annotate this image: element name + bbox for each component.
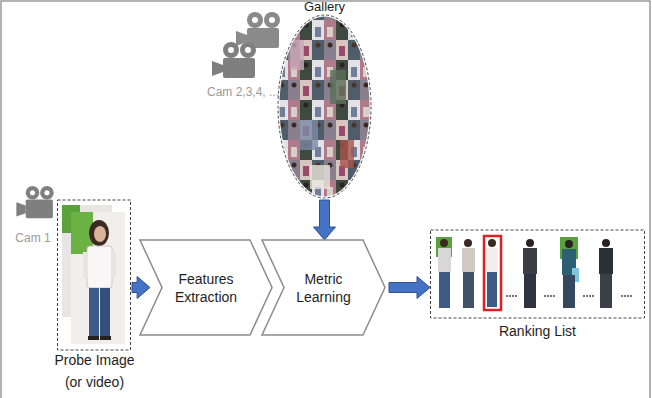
process-chevron: Metric Learning bbox=[262, 240, 385, 335]
node-text: Features Extraction bbox=[162, 270, 250, 306]
block-arrow bbox=[132, 277, 150, 299]
node-text: Gallery bbox=[277, 0, 372, 14]
process-chevron-outline bbox=[140, 240, 272, 335]
process-chevron-outline bbox=[262, 240, 385, 335]
camera-label: Cam 2,3,4, ... bbox=[207, 85, 279, 99]
node-text: Ranking List bbox=[430, 322, 645, 340]
node-text: Probe Image (or video) bbox=[47, 349, 142, 393]
block-arrow bbox=[389, 277, 430, 299]
probe-frame: Probe Image (or video) bbox=[57, 198, 132, 395]
ranking-frame: Ranking List bbox=[430, 228, 645, 342]
block-arrow bbox=[314, 200, 336, 240]
camera-label: Cam 1 bbox=[15, 231, 50, 245]
process-chevron: Features Extraction bbox=[140, 240, 272, 335]
gallery-ellipse: Gallery bbox=[277, 0, 372, 200]
node-text: Metric Learning bbox=[284, 270, 363, 306]
gallery-ellipse-outline bbox=[277, 0, 372, 200]
